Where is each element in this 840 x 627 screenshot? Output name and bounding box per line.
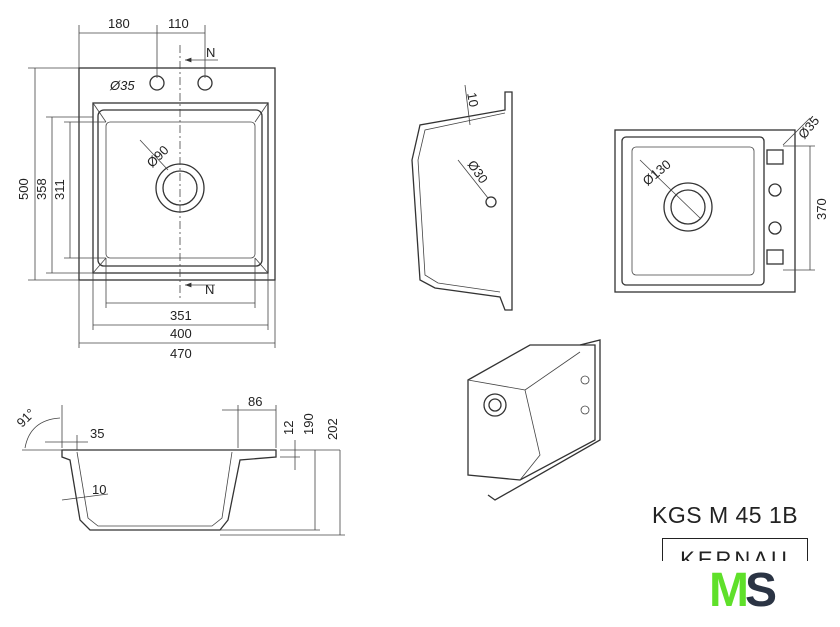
dim-370: 370 <box>814 198 829 220</box>
dim-470: 470 <box>170 346 192 361</box>
dim-202: 202 <box>325 418 340 440</box>
section-wall-label: 10 <box>92 482 106 497</box>
iso-view <box>467 339 601 501</box>
dim-311: 311 <box>52 179 67 200</box>
dim-190: 190 <box>301 413 316 435</box>
ms-logo: MS <box>709 564 777 617</box>
dim-12: 12 <box>281 421 296 435</box>
side-view: 10 Ø30 <box>411 84 513 311</box>
tap-hole-label: Ø35 <box>109 78 135 93</box>
brand-name: KERNAU <box>680 547 790 561</box>
dim-400: 400 <box>170 326 192 341</box>
section-view: 91° 35 86 12 190 202 10 <box>14 394 345 536</box>
bottom-drain-label: Ø130 <box>640 157 674 189</box>
bottom-tap-label: Ø35 <box>795 113 822 141</box>
bottom-view: Ø130 Ø35 370 <box>614 113 829 293</box>
angle-label: 91° <box>14 406 39 431</box>
top-view: 180 110 N Ø35 Ø90 500 358 311 N 351 400 … <box>16 16 276 361</box>
drain-label: Ø90 <box>144 142 172 170</box>
wall-label: 10 <box>464 91 481 108</box>
dim-110: 110 <box>168 16 189 31</box>
dim-358: 358 <box>34 178 49 200</box>
dim-35: 35 <box>90 426 104 441</box>
brand-box: KERNAU <box>662 538 808 561</box>
dim-180: 180 <box>108 16 130 31</box>
north-top: N <box>206 45 215 60</box>
north-bottom: N <box>205 282 214 297</box>
overflow-label: Ø30 <box>465 157 491 186</box>
dim-500: 500 <box>16 178 31 200</box>
dim-351: 351 <box>170 308 192 323</box>
dim-86: 86 <box>248 394 262 409</box>
model-name: KGS M 45 1B <box>652 502 799 528</box>
